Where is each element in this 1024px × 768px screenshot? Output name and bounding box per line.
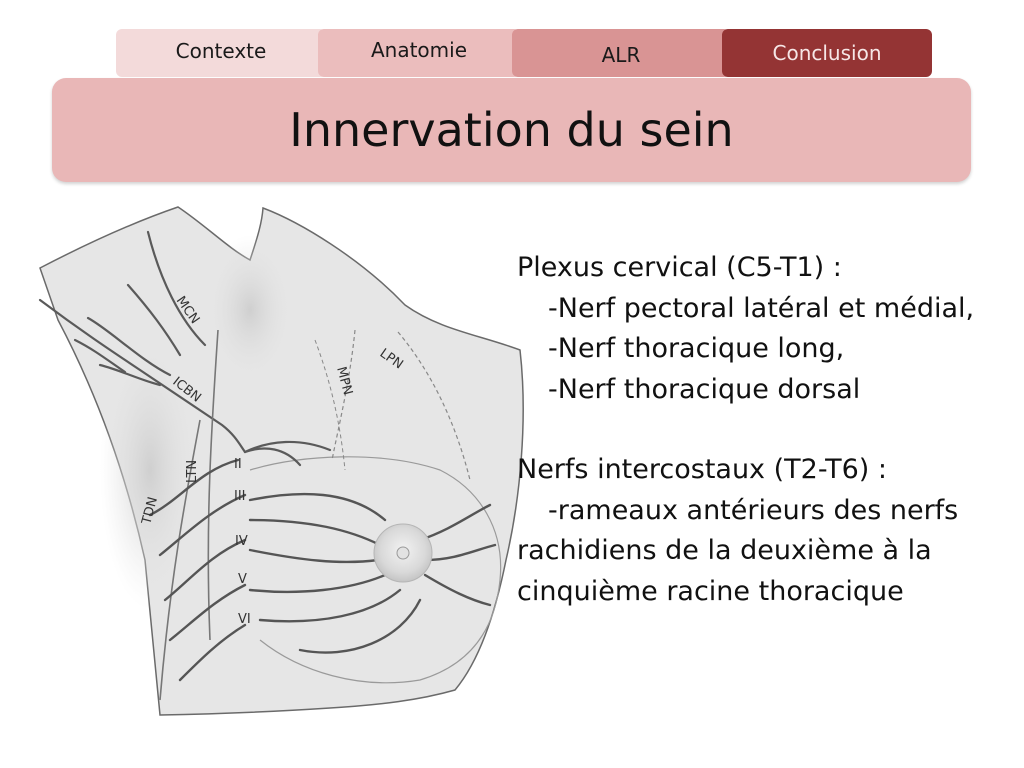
intercostal-line: -rameaux antérieurs des nerfs [548, 494, 959, 526]
label-ltn: LTN [185, 460, 200, 483]
intercostal-heading: Nerfs intercostaux (T2-T6) : [517, 454, 887, 485]
label-mpn: MPN [333, 365, 355, 397]
label-tdn: TDN [139, 495, 161, 527]
slide-title: Innervation du sein [289, 103, 734, 157]
tab-alr[interactable]: ALR [512, 29, 730, 77]
breast-innervation-illustration: MCN ICBN MPN LPN LTN TDN II III IV V VI [36, 204, 536, 718]
rib-label: VI [238, 612, 251, 627]
plexus-heading: Plexus cervical (C5-T1) : [517, 252, 842, 283]
intercostal-line: rachidiens de la deuxième à la [517, 535, 932, 566]
title-banner: Innervation du sein [52, 78, 971, 182]
tab-label: Anatomie [370, 38, 468, 62]
rib-label: II [234, 457, 242, 472]
tab-label: Contexte [175, 39, 267, 63]
tab-anatomie[interactable]: Anatomie [318, 29, 520, 77]
slide-body-text: Plexus cervical (C5-T1) : -Nerf pectoral… [517, 248, 997, 612]
tab-conclusion[interactable]: Conclusion [722, 29, 932, 77]
rib-label: IV [235, 534, 248, 549]
intercostal-line: cinquième racine thoracique [517, 575, 904, 607]
tab-label: Conclusion [772, 41, 882, 65]
anatomy-svg: MCN ICBN MPN LPN LTN TDN II III IV V VI [38, 206, 524, 716]
tab-label: ALR [601, 43, 641, 67]
plexus-item: -Nerf pectoral latéral et médial, [548, 292, 975, 324]
section-nav: Contexte Anatomie ALR Conclusion [116, 29, 932, 77]
plexus-item: -Nerf thoracique long, [548, 333, 845, 364]
tab-contexte[interactable]: Contexte [116, 29, 326, 77]
rib-label: V [238, 572, 247, 587]
rib-label: III [234, 489, 246, 504]
plexus-item: -Nerf thoracique dorsal [548, 373, 861, 405]
